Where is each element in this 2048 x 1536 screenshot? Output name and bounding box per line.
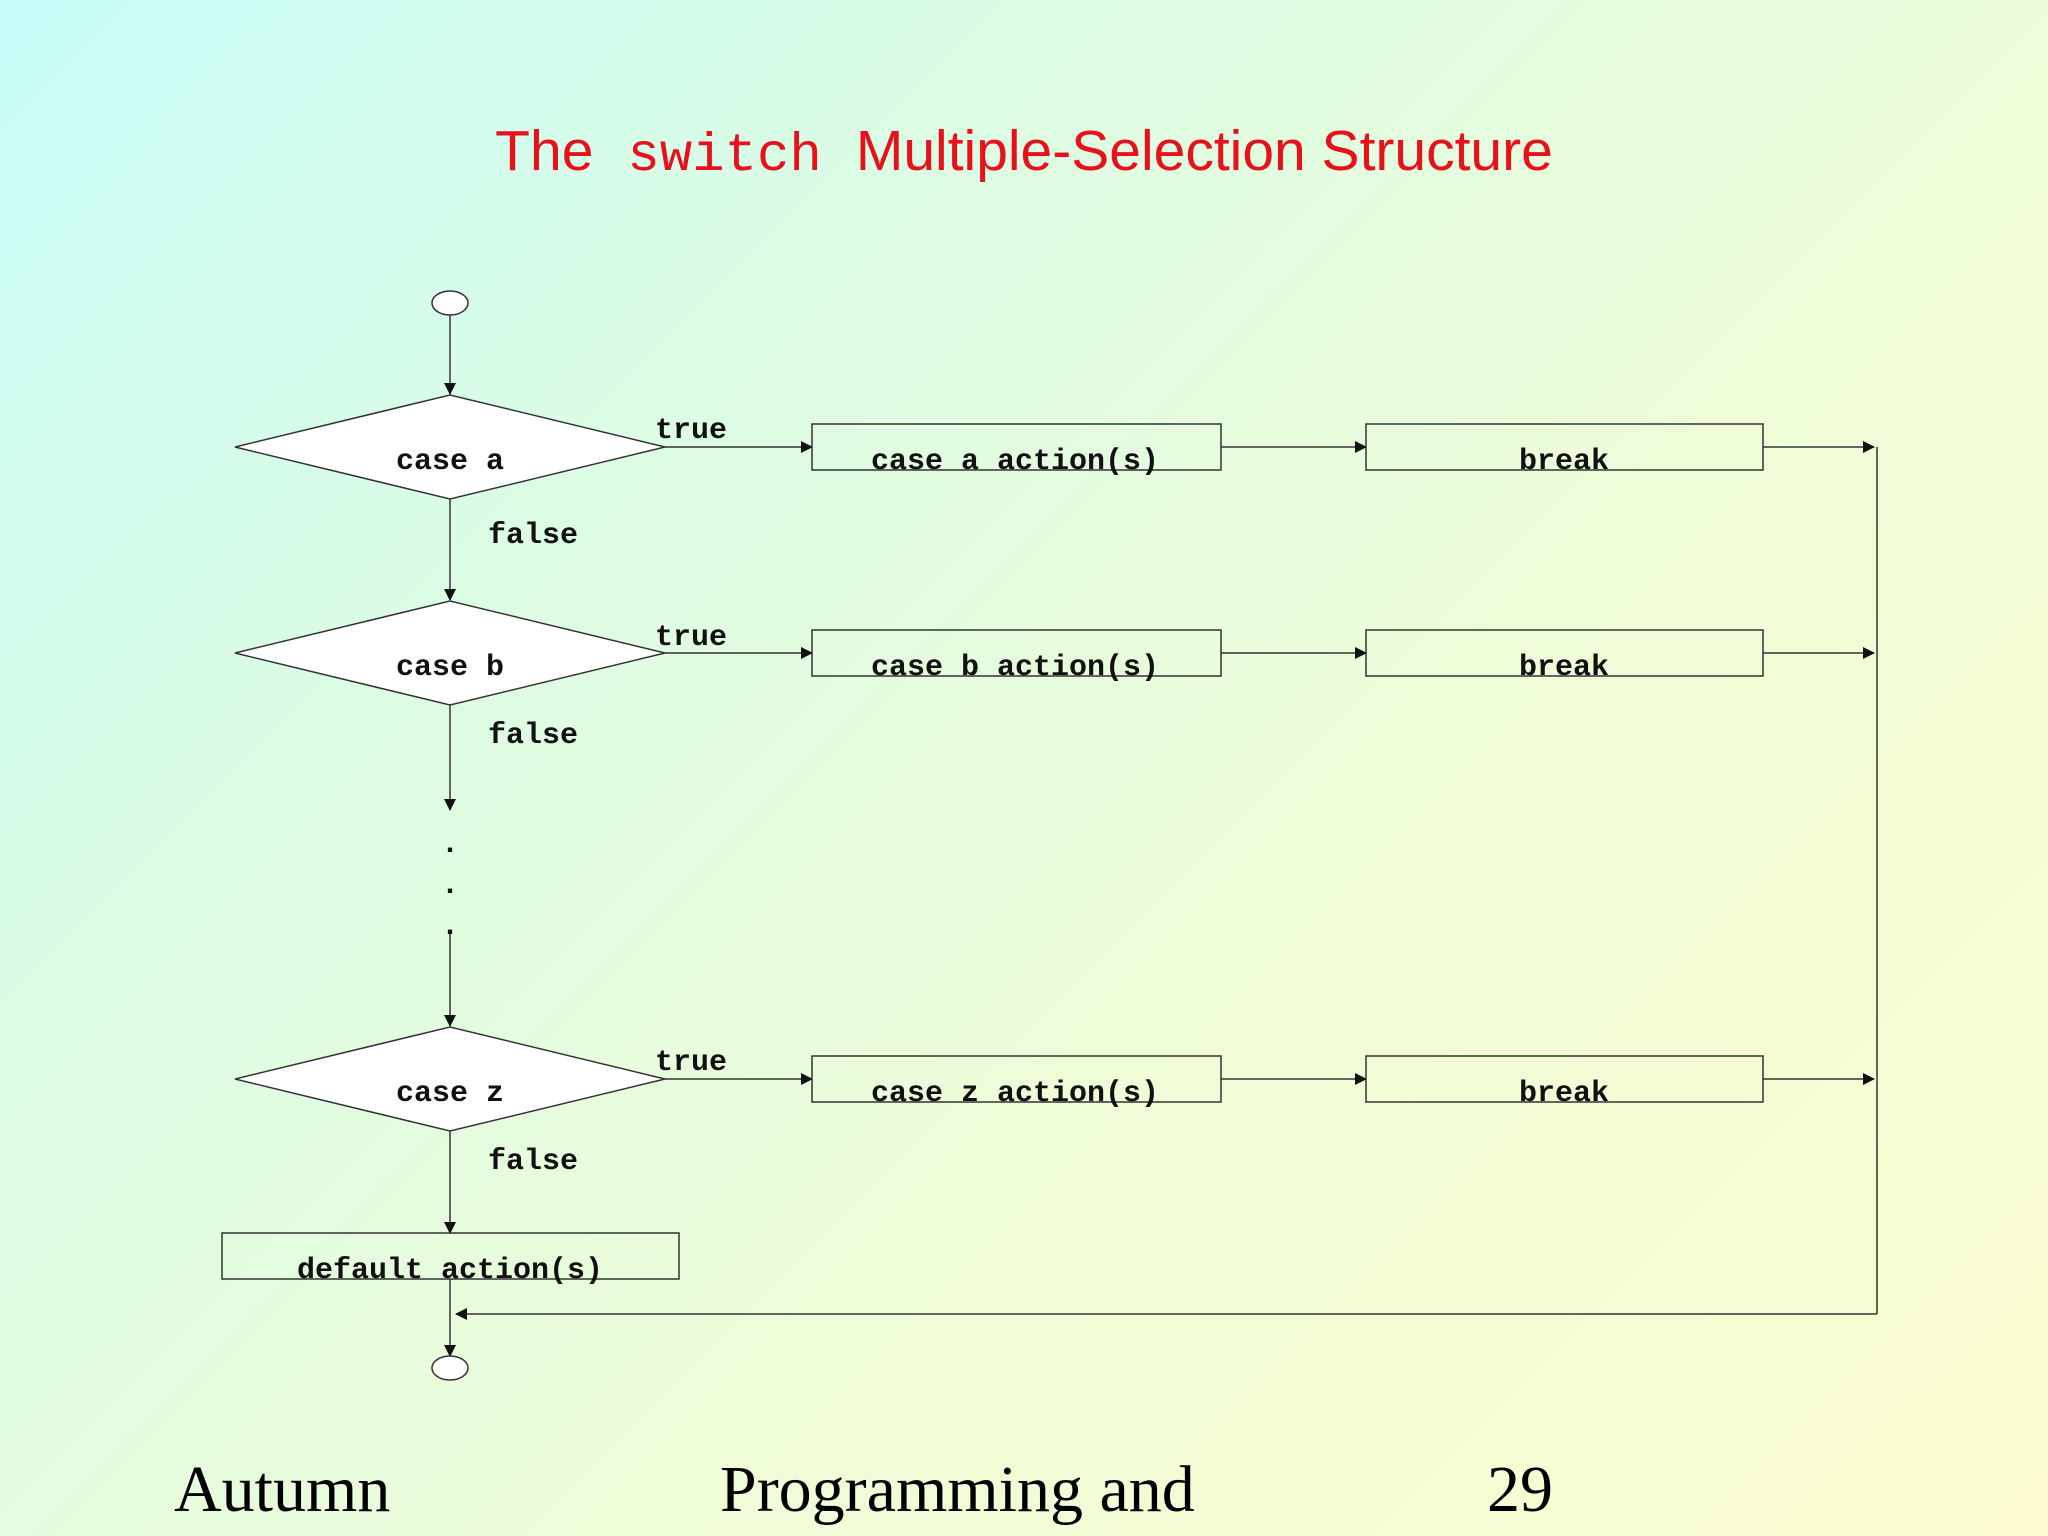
- false-label-z: false: [488, 1145, 578, 1179]
- slide-title: The switch Multiple-Selection Structure: [0, 118, 2048, 187]
- action-label-b: case b action(s): [871, 651, 1159, 685]
- default-action-label: default action(s): [297, 1254, 603, 1288]
- title-prefix: The: [495, 119, 594, 183]
- start-terminal: [431, 290, 469, 316]
- title-suffix: Multiple-Selection Structure: [855, 119, 1553, 183]
- action-label-a: case a action(s): [871, 445, 1159, 479]
- true-label-a: true: [655, 414, 727, 448]
- true-label-z: true: [655, 1046, 727, 1080]
- break-label-b: break: [1519, 651, 1609, 685]
- ellipsis-dot-2: .: [441, 869, 459, 903]
- break-label-z: break: [1519, 1077, 1609, 1111]
- ellipsis-dot-1: .: [441, 828, 459, 862]
- break-label-a: break: [1519, 445, 1609, 479]
- end-terminal: [431, 1355, 469, 1381]
- ellipsis-dot-3: .: [441, 910, 459, 944]
- false-label-b: false: [488, 719, 578, 753]
- condition-label-b: case b: [396, 651, 504, 685]
- false-label-a: false: [488, 519, 578, 553]
- footer-center: Programming and: [720, 1453, 1195, 1526]
- title-code: switch: [627, 126, 822, 187]
- footer-left: Autumn: [174, 1453, 391, 1526]
- page-number: 29: [1487, 1453, 1553, 1526]
- condition-label-z: case z: [396, 1077, 504, 1111]
- action-label-z: case z action(s): [871, 1077, 1159, 1111]
- condition-label-a: case a: [396, 445, 504, 479]
- true-label-b: true: [655, 621, 727, 655]
